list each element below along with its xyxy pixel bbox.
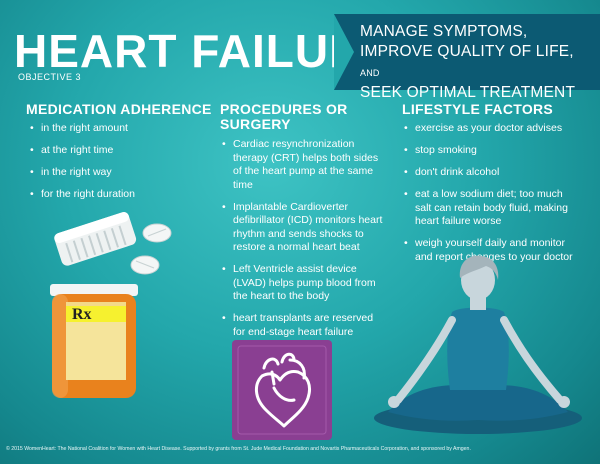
tagline-line-3: SEEK OPTIMAL TREATMENT bbox=[360, 84, 576, 101]
lifestyle-list: exercise as your doctor advises stop smo… bbox=[404, 122, 580, 273]
list-item: Cardiac resynchronization therapy (CRT) … bbox=[222, 138, 384, 192]
tagline-line-2: IMPROVE QUALITY OF LIFE, AND bbox=[360, 42, 596, 83]
list-item: weigh yourself daily and monitor and rep… bbox=[404, 237, 580, 264]
rx-label: Rx bbox=[72, 306, 92, 323]
list-item: eat a low sodium diet; too much salt can… bbox=[404, 188, 580, 229]
list-item: for the right duration bbox=[30, 188, 210, 202]
heart-anatomy-icon bbox=[232, 340, 332, 440]
tagline-banner bbox=[334, 14, 600, 90]
objective-label: OBJECTIVE 3 bbox=[18, 72, 82, 82]
list-item: don't drink alcohol bbox=[404, 166, 580, 180]
footer-copyright: © 2015 WomenHeart: The National Coalitio… bbox=[6, 446, 471, 452]
lifestyle-heading: LIFESTYLE FACTORS bbox=[402, 101, 554, 117]
pill-icon bbox=[142, 223, 172, 243]
list-item: exercise as your doctor advises bbox=[404, 122, 580, 136]
meditating-woman-icon bbox=[374, 255, 582, 434]
medication-list: in the right amount at the right time in… bbox=[30, 122, 210, 210]
list-item: in the right way bbox=[30, 166, 210, 180]
pill-bottle-icon bbox=[50, 212, 138, 398]
procedures-heading-line-2: SURGERY bbox=[220, 116, 291, 132]
medication-heading: MEDICATION ADHERENCE bbox=[26, 101, 212, 117]
list-item: at the right time bbox=[30, 144, 210, 158]
tagline-line-2-main: IMPROVE QUALITY OF LIFE, bbox=[360, 43, 574, 60]
list-item: in the right amount bbox=[30, 122, 210, 136]
procedures-list: Cardiac resynchronization therapy (CRT) … bbox=[222, 138, 384, 348]
page-title: HEART FAILURE bbox=[14, 25, 395, 77]
procedures-heading-line-1: PROCEDURES OR bbox=[220, 101, 348, 117]
tagline-and: AND bbox=[360, 68, 380, 78]
tagline-line-1: MANAGE SYMPTOMS, bbox=[360, 23, 528, 40]
procedures-heading: PROCEDURES OR SURGERY bbox=[220, 102, 348, 132]
list-item: heart transplants are reserved for end-s… bbox=[222, 312, 384, 339]
list-item: Implantable Cardioverter defibrillator (… bbox=[222, 201, 384, 255]
pill-icon bbox=[130, 255, 160, 275]
tagline-text: MANAGE SYMPTOMS, IMPROVE QUALITY OF LIFE… bbox=[360, 22, 596, 103]
banner-notch bbox=[334, 14, 354, 90]
list-item: Left Ventricle assist device (LVAD) help… bbox=[222, 263, 384, 304]
list-item: stop smoking bbox=[404, 144, 580, 158]
